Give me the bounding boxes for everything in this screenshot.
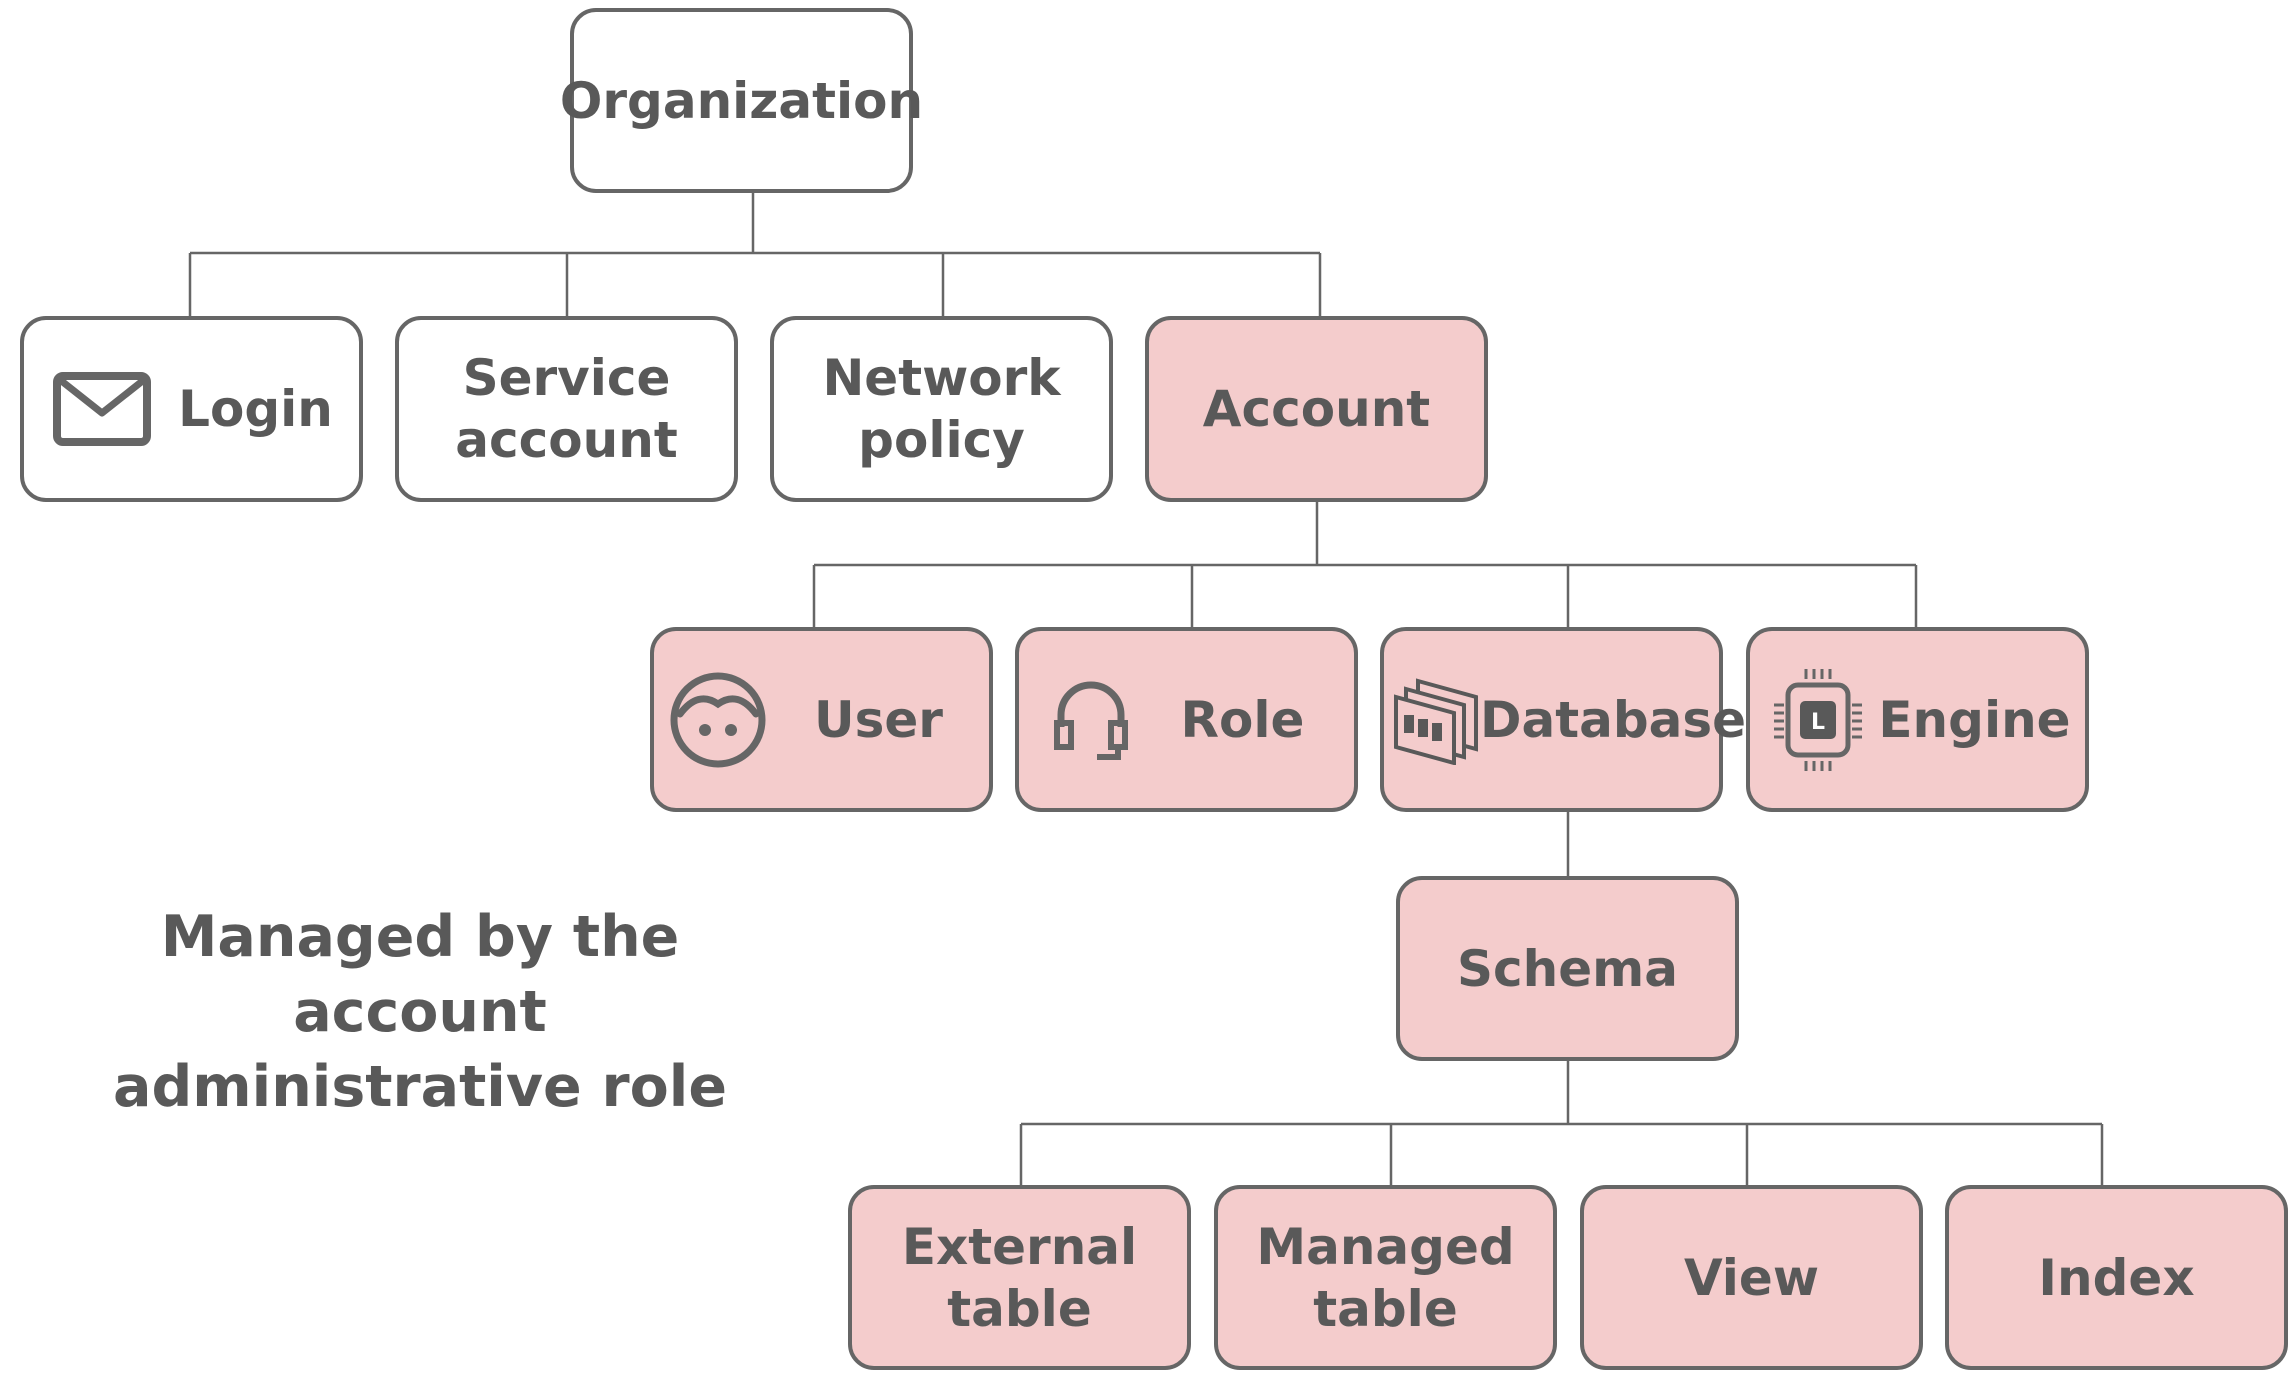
headset-icon [1051,675,1131,765]
engine-node: L Engine [1746,627,2089,812]
managed-table-node: Managed table [1214,1185,1557,1370]
view-node: View [1580,1185,1923,1370]
role-node: Role [1015,627,1358,812]
user-node: User [650,627,993,812]
connector-schema [1019,1060,2104,1185]
account-label: Account [1202,380,1431,438]
engine-label: Engine [1878,690,2071,749]
external-table-node: External table [848,1185,1191,1370]
login-node: Login [20,316,363,502]
database-stack-icon [1392,675,1480,765]
schema-node: Schema [1396,876,1739,1061]
organization-node: Organization [560,8,923,193]
network-policy-label: Network policy [822,349,1061,469]
network-policy-node: Network policy [770,316,1113,502]
organization-label: Organization [559,71,924,130]
account-node: Account [1145,316,1488,502]
index-node: Index [1945,1185,2288,1370]
managed-table-label: Managed table [1256,1217,1515,1338]
connector-account [812,500,1918,627]
svg-text:L: L [1811,710,1825,735]
envelope-icon [52,371,152,447]
legend-caption: Managed by the account administrative ro… [113,904,727,1120]
database-label: Database [1480,690,1747,749]
user-face-icon [668,670,768,770]
service-account-node: Service account [395,316,738,502]
chip-icon: L [1772,665,1864,775]
login-label: Login [178,380,333,438]
view-label: View [1683,1248,1820,1307]
role-label: Role [1180,690,1305,749]
index-label: Index [2038,1248,2195,1307]
schema-label: Schema [1457,939,1678,998]
connector-organization [188,193,1322,316]
external-table-label: External table [901,1217,1138,1338]
user-label: User [814,690,943,749]
database-node: Database [1380,627,1746,812]
service-account-label: Service account [455,349,678,469]
